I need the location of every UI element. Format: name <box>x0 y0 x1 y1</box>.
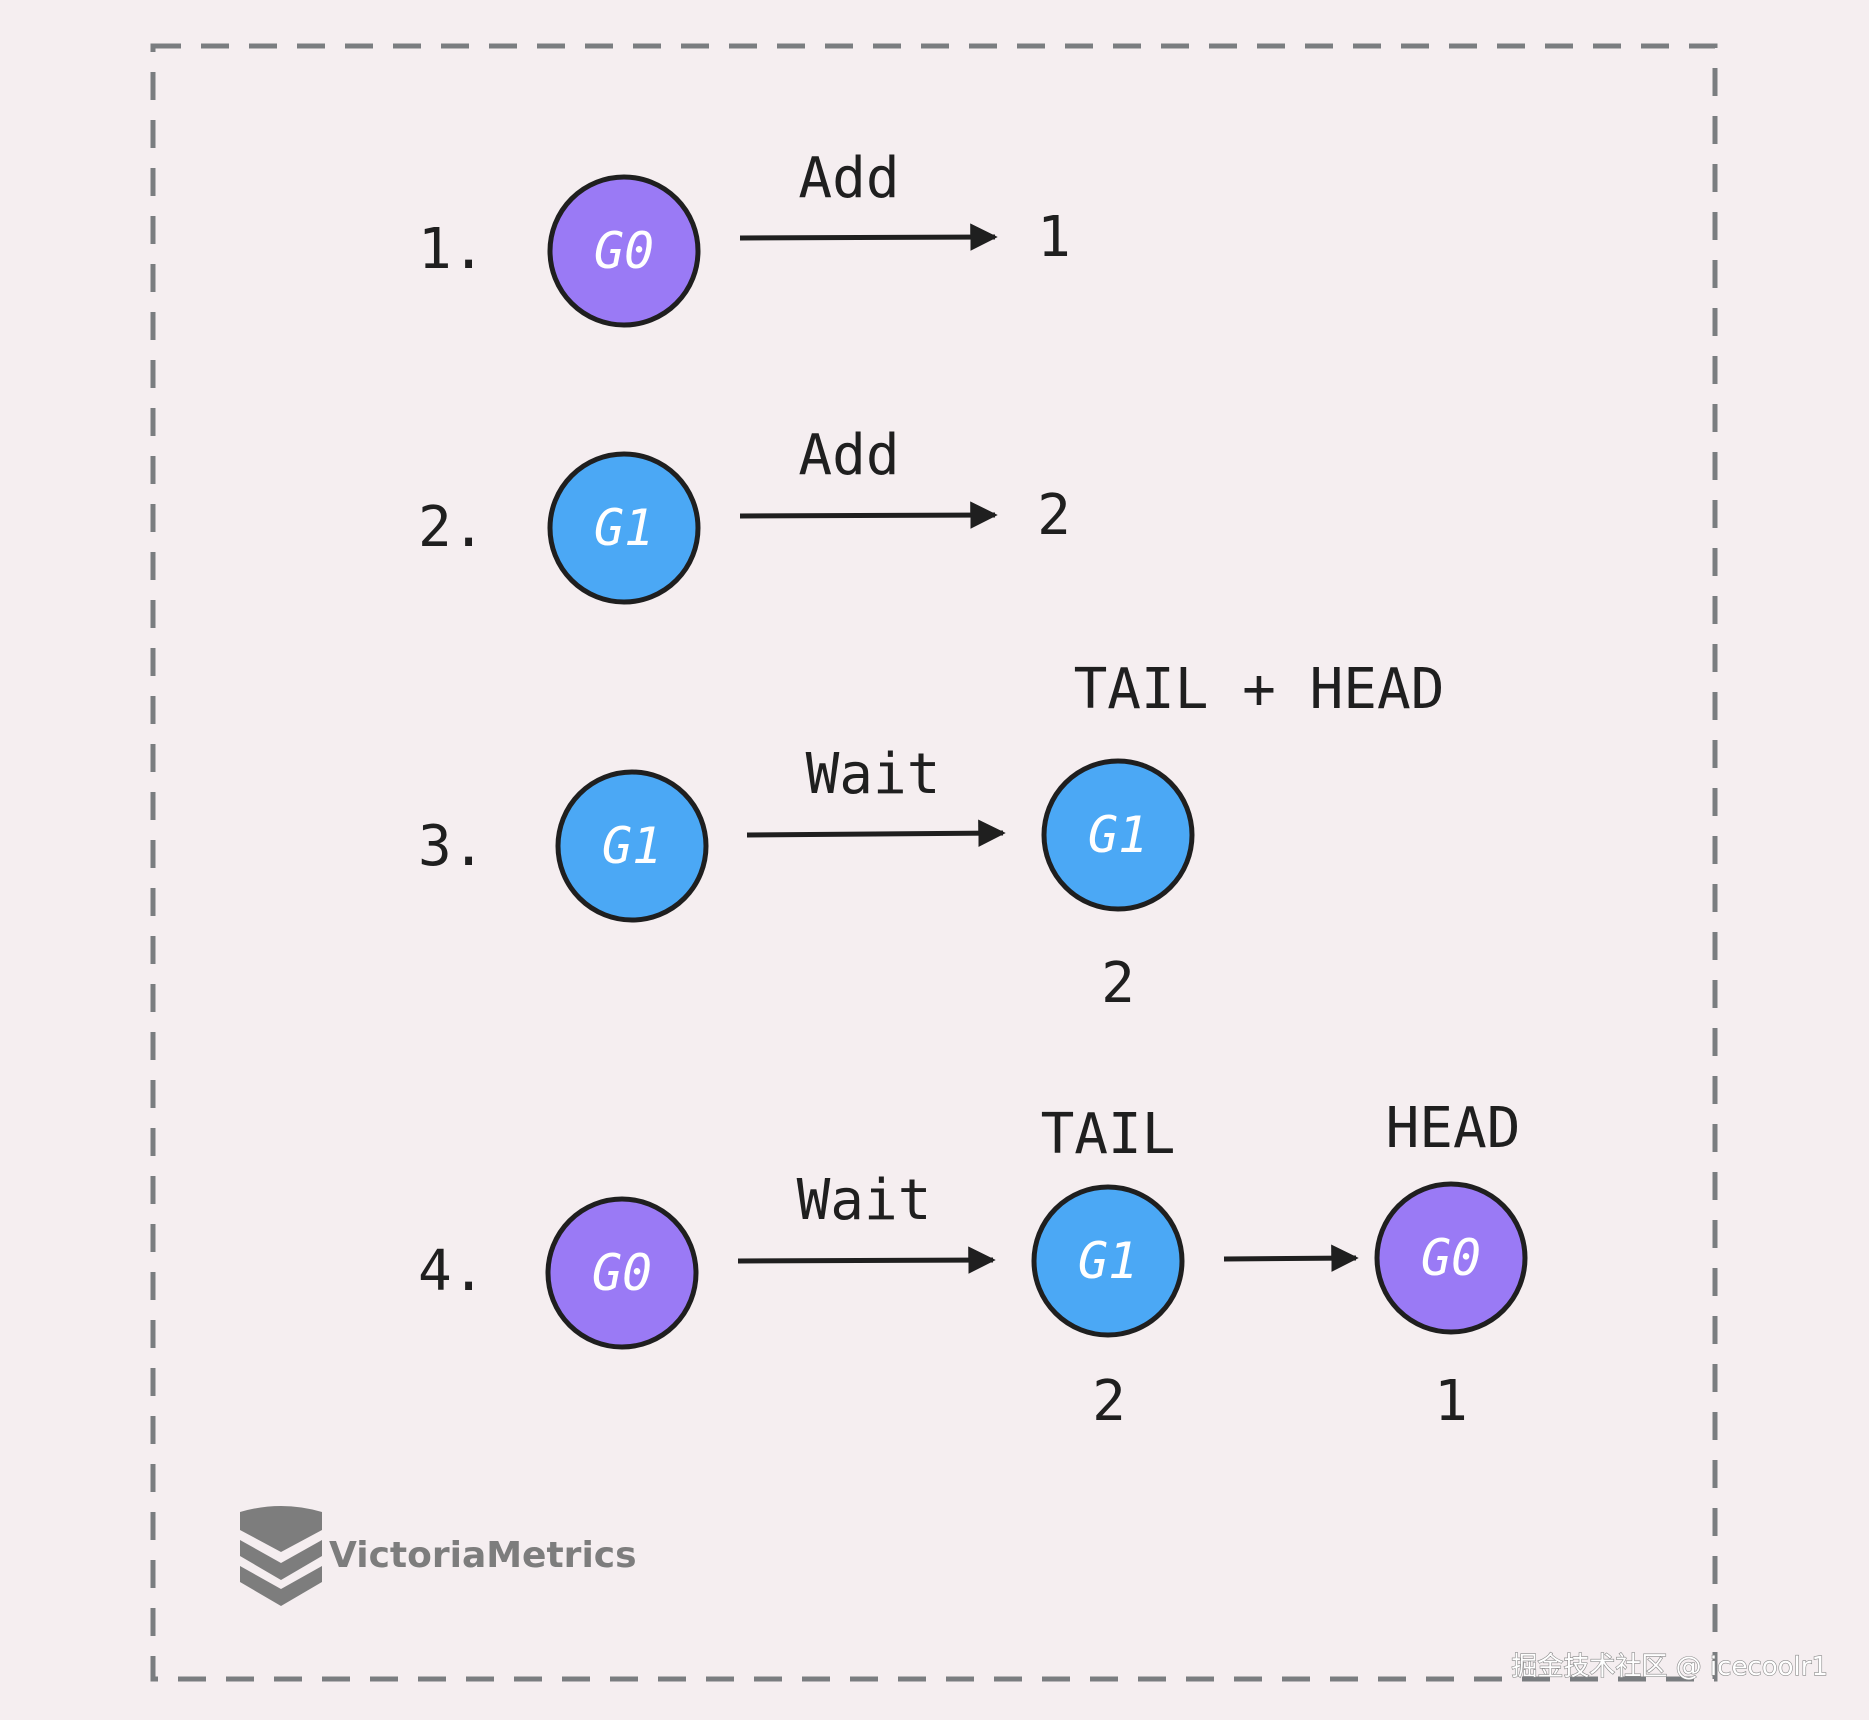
step-number: 4. <box>418 1239 485 1304</box>
step-3: 3. G1 Wait TAIL + HEAD G1 2 <box>418 657 1444 1016</box>
step-2: 2. G1 Add 2 <box>418 423 1071 605</box>
tail-node-g1: G1 <box>1031 1184 1185 1338</box>
node-circle <box>1374 1181 1528 1335</box>
arrow <box>739 501 998 529</box>
result-value: 2 <box>1037 483 1071 548</box>
operation-label: Wait <box>797 1168 932 1233</box>
queue-node-value: 2 <box>1101 951 1135 1016</box>
brand-name: VictoriaMetrics <box>329 1535 637 1576</box>
dashed-frame <box>150 43 1718 1682</box>
step-number: 2. <box>418 495 485 560</box>
arrow <box>739 223 998 251</box>
queue-link-arrow <box>1223 1244 1359 1272</box>
node-circle <box>555 769 709 923</box>
goroutine-node-g0: G0 <box>545 1196 699 1350</box>
brand: VictoriaMetrics <box>240 1506 637 1606</box>
step-number: 1. <box>418 217 485 282</box>
operation-label: Add <box>798 146 899 211</box>
node-label: G0 <box>594 222 654 280</box>
tail-node-value: 2 <box>1092 1369 1126 1434</box>
step-4: 4. G0 Wait TAIL G1 2 HEAD G0 1 <box>418 1096 1528 1434</box>
queue-node-g1: G1 <box>1041 758 1195 912</box>
watermark-text: 掘金技术社区 @ icecoolr1 <box>1511 1652 1828 1682</box>
head-tag-label: HEAD <box>1386 1096 1521 1161</box>
node-label: G0 <box>1421 1229 1481 1287</box>
arrow <box>737 1246 996 1274</box>
node-circle <box>547 174 701 328</box>
operation-label: Add <box>798 423 899 488</box>
node-circle <box>1031 1184 1185 1338</box>
queue-tag-label: TAIL + HEAD <box>1074 657 1445 722</box>
goroutine-node-g1: G1 <box>547 451 701 605</box>
operation-label: Wait <box>806 742 941 807</box>
victoriametrics-logo-icon <box>240 1506 322 1606</box>
head-node-g0: G0 <box>1374 1181 1528 1335</box>
node-label: G1 <box>1078 1232 1138 1290</box>
node-label: G1 <box>602 817 662 875</box>
result-value: 1 <box>1037 205 1071 270</box>
node-label: G0 <box>592 1244 652 1302</box>
step-number: 3. <box>418 814 485 879</box>
tail-tag-label: TAIL <box>1041 1102 1176 1167</box>
head-node-value: 1 <box>1434 1369 1468 1434</box>
node-circle <box>545 1196 699 1350</box>
node-circle <box>1041 758 1195 912</box>
goroutine-node-g0: G0 <box>547 174 701 328</box>
arrow <box>746 819 1006 847</box>
node-label: G1 <box>594 499 654 557</box>
node-label: G1 <box>1088 806 1148 864</box>
goroutine-node-g1: G1 <box>555 769 709 923</box>
node-circle <box>547 451 701 605</box>
step-1: 1. G0 Add 1 <box>418 146 1071 328</box>
